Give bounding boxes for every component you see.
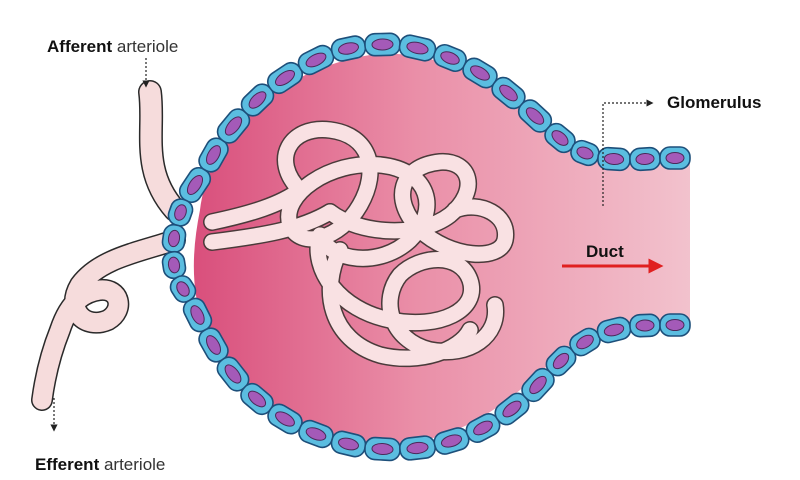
cell-nucleus xyxy=(470,65,490,81)
cell-nucleus xyxy=(603,323,625,337)
cell-nucleus xyxy=(371,442,394,456)
epithelial-cell xyxy=(465,413,501,443)
capsule-wall-lower xyxy=(182,297,691,462)
cell-nucleus xyxy=(473,420,493,436)
efferent-bold: Efferent xyxy=(35,455,100,474)
cell-nucleus xyxy=(167,256,181,274)
cell-nucleus xyxy=(551,130,569,146)
cell-nucleus xyxy=(529,375,547,395)
capsule-wall-left xyxy=(161,198,197,303)
cell-nucleus xyxy=(167,229,181,248)
cell-nucleus xyxy=(338,42,359,55)
epithelial-cell xyxy=(198,137,229,173)
cell-nucleus xyxy=(174,204,187,221)
afferent-bold: Afferent xyxy=(47,37,113,56)
epithelial-cell xyxy=(494,392,530,426)
cell-nucleus xyxy=(305,427,327,441)
capsule-wall-upper xyxy=(178,32,691,204)
cell-nucleus xyxy=(499,84,518,102)
capillary-tuft xyxy=(203,120,515,368)
cell-nucleus xyxy=(274,69,296,87)
epithelial-cell xyxy=(161,223,187,254)
cell-nucleus xyxy=(440,51,460,65)
cell-nucleus xyxy=(247,390,267,408)
efferent-rest: arteriole xyxy=(103,455,166,474)
cell-nucleus xyxy=(576,146,594,160)
cell-nucleus xyxy=(603,152,625,166)
epithelial-cell xyxy=(629,146,661,172)
epithelial-cell xyxy=(462,57,498,89)
cell-nucleus xyxy=(665,152,685,164)
cell-nucleus xyxy=(406,41,429,55)
afferent-arteriole-label: Afferent arteriole xyxy=(47,38,178,55)
cell-nucleus xyxy=(305,52,327,68)
afferent-rest: arteriole xyxy=(116,37,179,56)
cell-nucleus xyxy=(635,319,655,332)
epithelial-cell xyxy=(169,275,197,303)
duct-label: Duct xyxy=(586,242,624,261)
efferent-arteriole-label: Efferent arteriole xyxy=(35,456,165,473)
epithelial-cell xyxy=(659,313,691,337)
cell-nucleus xyxy=(190,305,205,325)
cell-nucleus xyxy=(502,400,522,418)
epithelial-cell xyxy=(398,34,437,62)
cell-nucleus xyxy=(406,441,429,455)
cell-nucleus xyxy=(186,174,204,196)
efferent-arteriole xyxy=(31,229,186,411)
epithelial-cell xyxy=(659,146,691,170)
cell-nucleus xyxy=(371,38,394,51)
epithelial-cell xyxy=(629,313,661,338)
cell-nucleus xyxy=(552,352,570,370)
cell-nucleus xyxy=(576,334,594,350)
cell-nucleus xyxy=(248,91,267,109)
epithelial-cell xyxy=(597,146,631,172)
epithelial-cell xyxy=(297,44,335,76)
epithelial-cell xyxy=(198,327,229,363)
epithelial-cell xyxy=(364,32,401,57)
epithelial-cell xyxy=(240,83,275,117)
cell-nucleus xyxy=(206,145,221,165)
cell-nucleus xyxy=(176,281,190,297)
cell-nucleus xyxy=(224,116,243,136)
cell-nucleus xyxy=(206,335,221,355)
cell-nucleus xyxy=(665,319,685,331)
afferent-arteriole xyxy=(138,80,187,222)
epithelial-cell xyxy=(544,122,576,154)
epithelial-cell xyxy=(399,435,436,461)
cell-nucleus xyxy=(440,434,463,448)
epithelial-cell xyxy=(267,403,303,435)
cell-nucleus xyxy=(338,437,359,451)
epithelial-cell xyxy=(161,250,187,280)
cell-nucleus xyxy=(525,107,545,125)
epithelial-cell xyxy=(364,436,401,462)
cell-nucleus xyxy=(275,411,295,427)
cell-nucleus xyxy=(224,364,242,384)
cell-nucleus xyxy=(635,152,655,166)
glomerulus-label: Glomerulus xyxy=(667,93,762,112)
epithelial-cell xyxy=(330,430,367,458)
